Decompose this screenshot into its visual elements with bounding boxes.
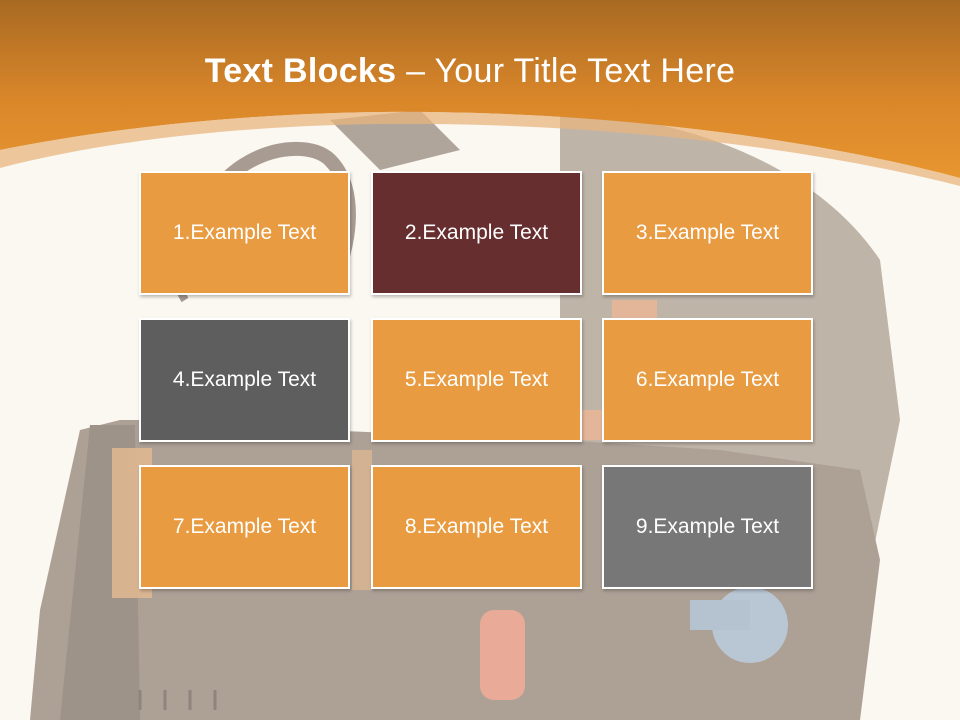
text-block-8[interactable]: 8.Example Text xyxy=(371,465,582,589)
text-block-label: 7.Example Text xyxy=(172,515,317,538)
text-block-label: 2.Example Text xyxy=(404,221,549,244)
header-band xyxy=(0,0,960,186)
title-rest-part: – Your Title Text Here xyxy=(396,52,736,90)
title-bold-part: Text Blocks xyxy=(204,52,397,90)
text-block-label: 3.Example Text xyxy=(635,221,780,244)
text-block-5[interactable]: 5.Example Text xyxy=(371,318,582,442)
text-block-label: 5.Example Text xyxy=(404,368,549,391)
text-block-label: 1.Example Text xyxy=(172,221,317,244)
text-block-7[interactable]: 7.Example Text xyxy=(139,465,350,589)
text-block-3[interactable]: 3.Example Text xyxy=(602,171,813,295)
text-block-9[interactable]: 9.Example Text xyxy=(602,465,813,589)
text-block-2[interactable]: 2.Example Text xyxy=(371,171,582,295)
text-block-1[interactable]: 1.Example Text xyxy=(139,171,350,295)
text-block-6[interactable]: 6.Example Text xyxy=(602,318,813,442)
slide-title: Text Blocks – Your Title Text Here xyxy=(0,52,940,91)
text-block-label: 4.Example Text xyxy=(172,368,317,391)
text-block-label: 9.Example Text xyxy=(635,515,780,538)
text-block-4[interactable]: 4.Example Text xyxy=(139,318,350,442)
text-block-label: 8.Example Text xyxy=(404,515,549,538)
text-block-label: 6.Example Text xyxy=(635,368,780,391)
